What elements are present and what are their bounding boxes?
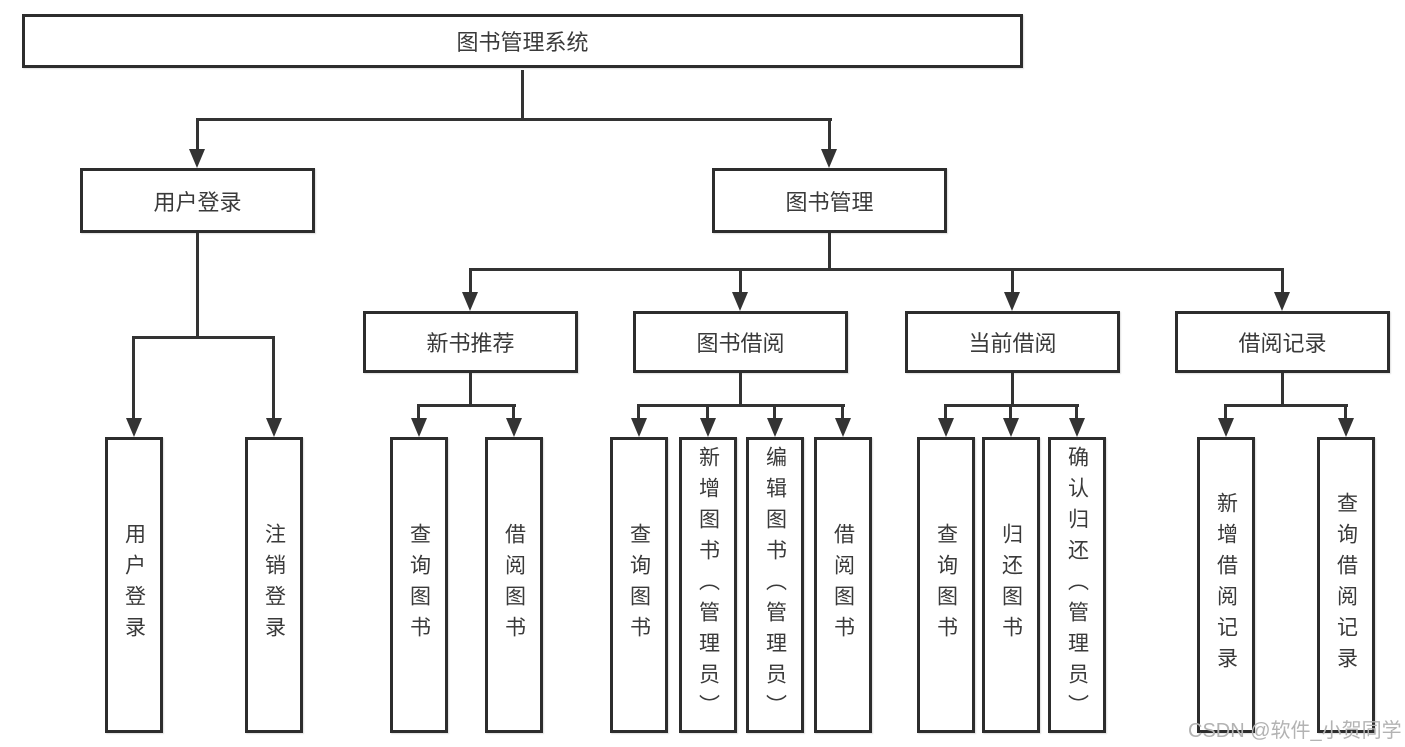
node-book-mgmt: 图书管理 (712, 168, 947, 233)
leaf-add-books-admin-label: 新增图书（管理员） (696, 445, 720, 725)
connector-root-stem (521, 70, 524, 120)
leaf-logout-label: 注销登录 (262, 523, 286, 647)
connector-level3-branch (469, 268, 1284, 271)
node-book-borrow: 图书借阅 (633, 311, 848, 373)
connector-drop (1075, 404, 1078, 419)
arrow-down-icon (1003, 418, 1019, 437)
connector-drop-leaf-user-login (132, 336, 135, 420)
arrow-down-icon (1218, 418, 1234, 437)
leaf-edit-books-admin-label: 编辑图书（管理员） (763, 445, 787, 725)
leaf-add-borrow-record: 新增借阅记录 (1197, 437, 1255, 733)
leaf-borrow-books-newbook: 借阅图书 (485, 437, 543, 733)
connector-new-book-stem (469, 373, 472, 406)
connector-drop (417, 404, 420, 419)
arrow-down-icon (767, 418, 783, 437)
leaf-query-books-current: 查询图书 (917, 437, 975, 733)
leaf-query-books-borrow-label: 查询图书 (627, 523, 651, 647)
leaf-user-login-label: 用户登录 (122, 523, 146, 647)
leaf-borrow-books-newbook-label: 借阅图书 (502, 523, 526, 647)
leaf-edit-books-admin: 编辑图书（管理员） (746, 437, 804, 733)
leaf-add-borrow-record-label: 新增借阅记录 (1214, 492, 1238, 678)
arrow-down-icon (506, 418, 522, 437)
leaf-add-books-admin: 新增图书（管理员） (679, 437, 737, 733)
connector-drop (841, 404, 844, 419)
connector-drop-borrow-record (1281, 268, 1284, 294)
arrow-down-icon (1069, 418, 1085, 437)
arrow-down-icon (821, 149, 837, 168)
leaf-query-books-current-label: 查询图书 (934, 523, 958, 647)
connector-user-login-branch (132, 336, 275, 339)
node-new-book: 新书推荐 (363, 311, 578, 373)
leaf-query-books-newbook: 查询图书 (390, 437, 448, 733)
connector-drop (637, 404, 640, 419)
connector-drop-book-borrow (739, 268, 742, 294)
connector-borrow-record-stem (1281, 373, 1284, 406)
arrow-down-icon (631, 418, 647, 437)
connector-drop (1009, 404, 1012, 419)
leaf-borrow-books-label: 借阅图书 (831, 523, 855, 647)
connector-user-login-stem (196, 233, 199, 338)
arrow-down-icon (462, 292, 478, 311)
node-root: 图书管理系统 (22, 14, 1023, 68)
node-current-borrow: 当前借阅 (905, 311, 1120, 373)
leaf-confirm-return-admin-label: 确认归还（管理员） (1065, 445, 1089, 725)
connector-book-mgmt-stem (828, 233, 831, 271)
arrow-down-icon (700, 418, 716, 437)
node-root-label: 图书管理系统 (456, 30, 589, 55)
connector-drop-current-borrow (1011, 268, 1014, 294)
node-current-borrow-label: 当前借阅 (968, 331, 1057, 356)
connector-level2-branch (196, 118, 832, 121)
connector-book-borrow-stem (739, 373, 742, 406)
arrow-down-icon (938, 418, 954, 437)
connector-drop (1224, 404, 1227, 419)
arrow-down-icon (732, 292, 748, 311)
leaf-logout: 注销登录 (245, 437, 303, 733)
node-borrow-record-label: 借阅记录 (1238, 331, 1327, 356)
arrow-down-icon (411, 418, 427, 437)
leaf-return-books: 归还图书 (982, 437, 1040, 733)
connector-drop-book-mgmt (828, 118, 831, 151)
connector-current-borrow-stem (1011, 373, 1014, 406)
leaf-borrow-books: 借阅图书 (814, 437, 872, 733)
arrow-down-icon (1274, 292, 1290, 311)
connector-book-borrow-branch (637, 404, 845, 407)
watermark: CSDN @软件_小贺同学 (1188, 720, 1402, 742)
connector-drop (773, 404, 776, 419)
arrow-down-icon (835, 418, 851, 437)
leaf-query-borrow-record: 查询借阅记录 (1317, 437, 1375, 733)
node-borrow-record: 借阅记录 (1175, 311, 1390, 373)
connector-borrow-record-branch (1224, 404, 1348, 407)
connector-drop (706, 404, 709, 419)
arrow-down-icon (189, 149, 205, 168)
node-user-login-label: 用户登录 (153, 189, 242, 215)
leaf-query-books-borrow: 查询图书 (610, 437, 668, 733)
connector-drop-user-login (196, 118, 199, 151)
node-new-book-label: 新书推荐 (426, 331, 515, 356)
connector-drop-new-book (469, 268, 472, 294)
connector-drop (1344, 404, 1347, 419)
arrow-down-icon (1338, 418, 1354, 437)
node-book-borrow-label: 图书借阅 (696, 331, 785, 356)
leaf-return-books-label: 归还图书 (999, 523, 1023, 647)
node-book-mgmt-label: 图书管理 (785, 189, 874, 215)
connector-drop (944, 404, 947, 419)
connector-drop-leaf-logout (272, 336, 275, 420)
leaf-query-books-newbook-label: 查询图书 (407, 523, 431, 647)
leaf-query-borrow-record-label: 查询借阅记录 (1334, 492, 1358, 678)
arrow-down-icon (1004, 292, 1020, 311)
connector-new-book-branch (417, 404, 516, 407)
arrow-down-icon (126, 418, 142, 437)
leaf-confirm-return-admin: 确认归还（管理员） (1048, 437, 1106, 733)
arrow-down-icon (266, 418, 282, 437)
leaf-user-login: 用户登录 (105, 437, 163, 733)
connector-drop (512, 404, 515, 419)
node-user-login: 用户登录 (80, 168, 315, 233)
